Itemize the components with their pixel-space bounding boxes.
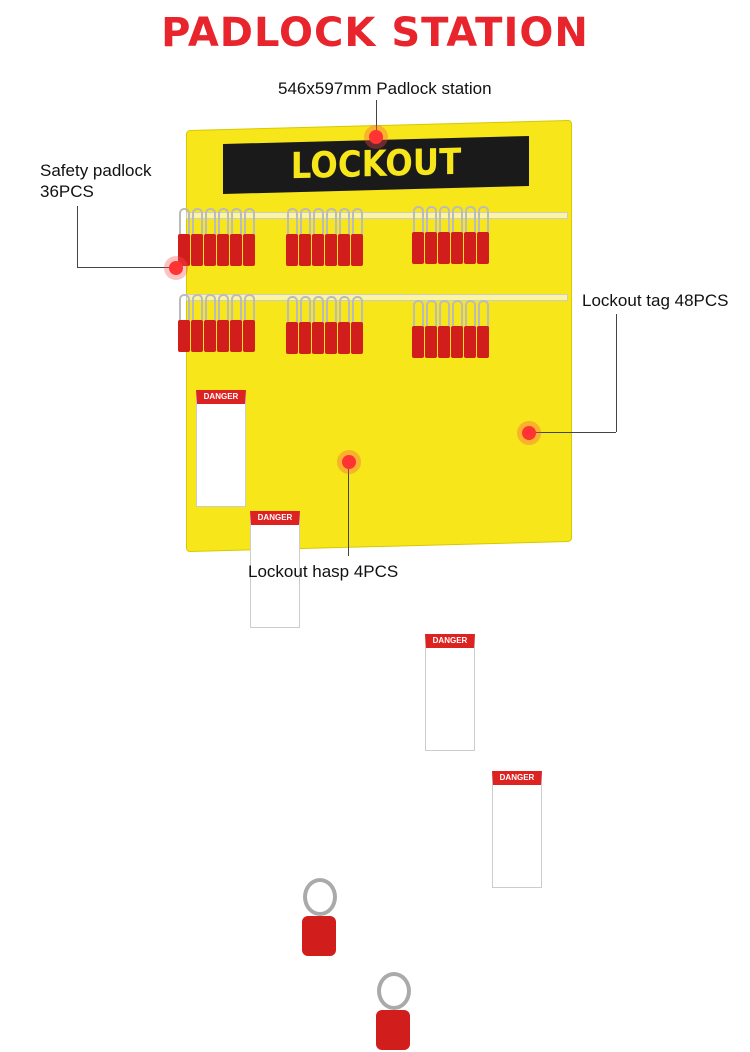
padlock-group: [178, 208, 255, 266]
callout-line: [77, 206, 78, 268]
padlock: [325, 296, 337, 354]
padlock: [191, 294, 203, 352]
tag-label: Lockout tag 48PCS: [582, 291, 729, 310]
padlock: [286, 296, 298, 354]
callout-line: [530, 432, 616, 433]
padlock: [286, 208, 298, 266]
padlock: [191, 208, 203, 266]
padlock: [243, 294, 255, 352]
callout-line: [77, 267, 177, 268]
tag-danger-text: DANGER: [203, 392, 239, 401]
padlock-label: Safety padlock 36PCS: [40, 160, 152, 202]
padlock: [338, 208, 350, 266]
callout-line: [376, 100, 377, 136]
board-banner: LOCKOUT STATION: [223, 135, 529, 237]
padlock-group: [178, 294, 255, 352]
padlock: [217, 294, 229, 352]
callout-dot: [369, 130, 383, 144]
padlock: [217, 208, 229, 266]
page-title: PADLOCK STATION: [161, 10, 589, 56]
padlock: [464, 206, 476, 264]
padlock: [230, 294, 242, 352]
size-label: 546x597mm Padlock station: [278, 79, 492, 98]
lockout-tag: DANGER: [492, 771, 542, 888]
padlock: [204, 294, 216, 352]
padlock: [299, 208, 311, 266]
padlock: [425, 206, 437, 264]
callout-dot: [342, 455, 356, 469]
padlock: [178, 208, 190, 266]
padlock: [451, 300, 463, 358]
lockout-tag: DANGER: [196, 390, 246, 507]
padlock: [230, 208, 242, 266]
padlock: [451, 206, 463, 264]
padlock: [312, 208, 324, 266]
padlock: [412, 300, 424, 358]
padlock: [412, 206, 424, 264]
padlock: [325, 208, 337, 266]
padlock: [351, 208, 363, 266]
padlock: [243, 208, 255, 266]
padlock: [477, 300, 489, 358]
callout-dot: [522, 426, 536, 440]
padlock-group: [412, 206, 489, 264]
padlock-group: [412, 300, 489, 358]
padlock-group: [286, 296, 363, 354]
padlock-label-line1: Safety padlock: [40, 161, 152, 180]
tag-danger-text: DANGER: [499, 773, 535, 782]
lockout-hasp: [300, 878, 337, 958]
padlock: [312, 296, 324, 354]
tag-danger-text: DANGER: [432, 636, 468, 645]
callout-dot: [169, 261, 183, 275]
padlock: [477, 206, 489, 264]
padlock-label-line2: 36PCS: [40, 182, 94, 201]
padlock: [438, 300, 450, 358]
padlock: [178, 294, 190, 352]
padlock: [351, 296, 363, 354]
padlock: [438, 206, 450, 264]
callout-line: [348, 462, 349, 556]
callout-line: [616, 314, 617, 432]
padlock-group: [286, 208, 363, 266]
padlock: [338, 296, 350, 354]
lockout-tag: DANGER: [425, 634, 475, 751]
padlock: [204, 208, 216, 266]
hasp-label: Lockout hasp 4PCS: [248, 562, 399, 581]
padlock: [425, 300, 437, 358]
lockout-hasp: [374, 972, 411, 1052]
tag-danger-text: DANGER: [257, 513, 293, 522]
padlock: [464, 300, 476, 358]
padlock: [299, 296, 311, 354]
rail: [186, 212, 568, 219]
